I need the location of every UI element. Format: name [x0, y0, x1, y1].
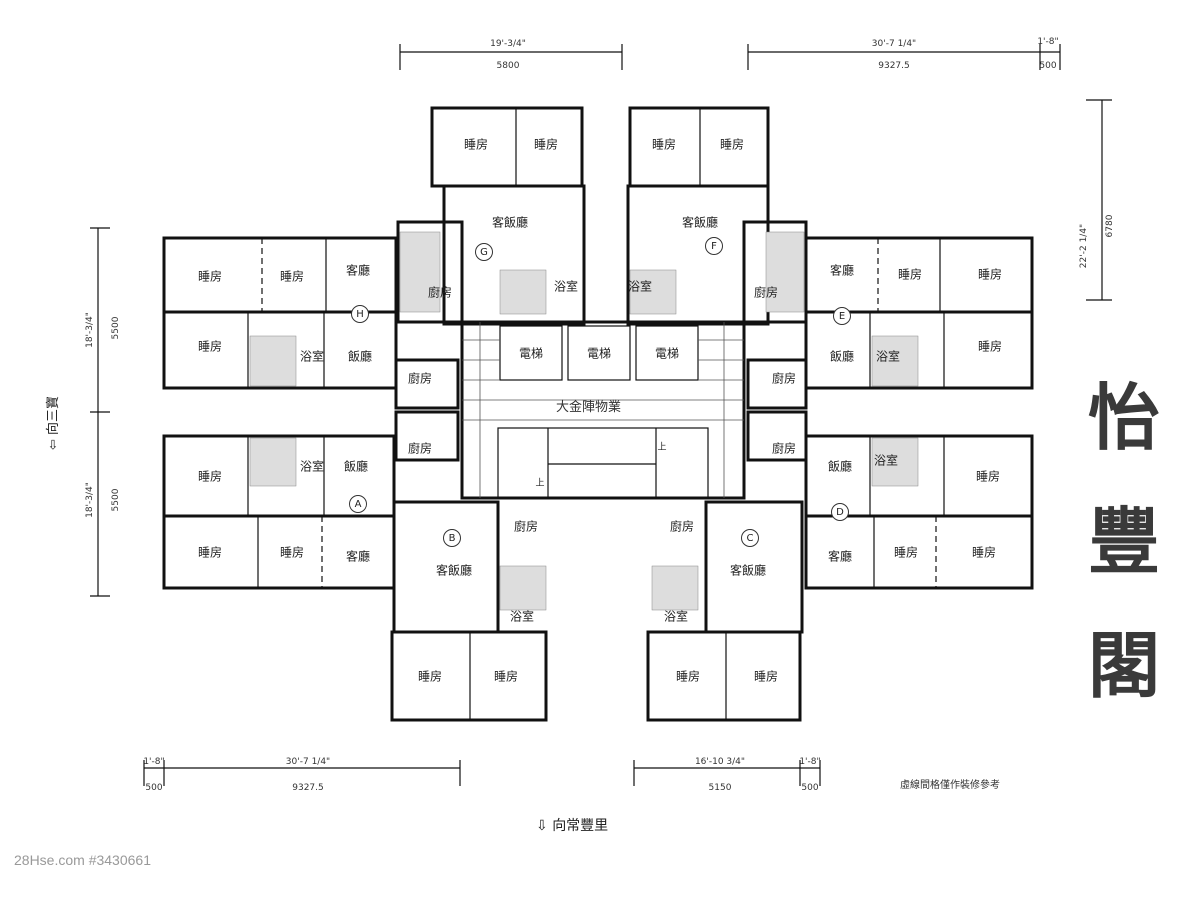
flat-g-outline — [430, 106, 584, 188]
dim-top-left-metric: 5800 — [496, 61, 520, 71]
arrow-down-icon: ⇩ — [536, 818, 553, 834]
room-f-bedroom-1: 睡房 — [651, 137, 677, 152]
watermark: 28Hse.com #3430661 — [14, 852, 151, 868]
room-e-bedroom-2: 睡房 — [977, 267, 1003, 282]
flat-marker-g: G — [475, 243, 493, 261]
room-d-bedroom-3: 睡房 — [971, 545, 997, 560]
room-b-bedroom-1: 睡房 — [417, 669, 443, 684]
room-h-bath: 浴室 — [299, 349, 325, 364]
dim-bottom-left-small-imperial: 1'-8" — [143, 757, 165, 767]
room-h-bedroom-2: 睡房 — [279, 269, 305, 284]
dim-left-lower-imperial: 18'-3/4" — [85, 482, 95, 518]
room-e-bedroom-1: 睡房 — [897, 267, 923, 282]
dim-top-right-metric: 9327.5 — [878, 61, 910, 71]
flat-marker-c: C — [741, 529, 759, 547]
core-kitchen-3: 廚房 — [771, 371, 797, 386]
room-h-bedroom-3: 睡房 — [197, 339, 223, 354]
lobby-label: 大金陣物業 — [556, 400, 622, 415]
room-c-living-dining: 客飯廳 — [729, 563, 767, 578]
dim-left-upper-imperial: 18'-3/4" — [85, 312, 95, 348]
arrow-left-icon: ⇦ — [46, 434, 61, 450]
lift-3 — [635, 325, 699, 381]
room-f-living-dining: 客飯廳 — [681, 215, 719, 230]
room-a-bath: 浴室 — [299, 459, 325, 474]
dim-bottom-right-imperial: 16'-10 3/4" — [694, 757, 746, 767]
lift-1 — [499, 325, 563, 381]
dim-bottom-left-metric: 9327.5 — [292, 783, 324, 793]
room-c-bath: 浴室 — [663, 609, 689, 624]
room-d-bath: 浴室 — [873, 453, 899, 468]
room-h-living: 客廳 — [345, 263, 371, 278]
dim-top-left-imperial: 19'-3/4" — [490, 39, 526, 49]
dim-bottom-left-imperial: 30'-7 1/4" — [285, 757, 331, 767]
room-a-bedroom-1: 睡房 — [197, 469, 223, 484]
dim-bottom-right-small-metric: 500 — [801, 783, 819, 793]
room-c-kitchen: 廚房 — [669, 519, 695, 534]
room-b-bedroom-2: 睡房 — [493, 669, 519, 684]
stair-up-2: 上 — [657, 442, 667, 453]
dim-right-metric: 6780 — [1105, 214, 1115, 238]
dim-bottom-left-small-metric: 500 — [145, 783, 163, 793]
room-h-dining: 飯廳 — [347, 349, 373, 364]
dim-right-imperial: 22'-2 1/4" — [1079, 223, 1089, 269]
flat-marker-h: H — [351, 305, 369, 323]
lift-3-label: 電梯 — [654, 346, 680, 361]
lift-2-label: 電梯 — [586, 346, 612, 361]
room-b-living-dining: 客飯廳 — [435, 563, 473, 578]
dim-left-lower-metric: 5500 — [111, 488, 121, 512]
room-g-living-dining: 客飯廳 — [491, 215, 529, 230]
dim-top-right-small-imperial: 1'-8" — [1037, 37, 1059, 47]
room-d-living: 客廳 — [827, 549, 853, 564]
lift-2 — [567, 325, 631, 381]
room-f-bedroom-2: 睡房 — [719, 137, 745, 152]
facing-direction-south: ⇩ 向常豐里 — [536, 818, 609, 834]
room-g-bath: 浴室 — [553, 279, 579, 294]
facing-direction-west: ⇦ 向三寶 — [46, 395, 61, 450]
building-name: 怡 豐 閣 — [1078, 382, 1168, 702]
room-d-bedroom-2: 睡房 — [893, 545, 919, 560]
room-a-bedroom-3: 睡房 — [279, 545, 305, 560]
room-a-bedroom-2: 睡房 — [197, 545, 223, 560]
flat-marker-b: B — [443, 529, 461, 547]
building-name-char-1: 怡 — [1087, 375, 1160, 460]
core-kitchen-2: 廚房 — [407, 441, 433, 456]
room-c-bedroom-2: 睡房 — [753, 669, 779, 684]
dim-top-right-small-metric: 500 — [1039, 61, 1057, 71]
room-a-dining: 飯廳 — [343, 459, 369, 474]
room-f-kitchen: 廚房 — [753, 285, 779, 300]
core-kitchen-4: 廚房 — [771, 441, 797, 456]
partition-note: 虛線間格僅作裝修參考 — [900, 780, 1000, 791]
room-c-bedroom-1: 睡房 — [675, 669, 701, 684]
flat-marker-a: A — [349, 495, 367, 513]
stair-up-1: 上 — [535, 478, 545, 489]
room-e-bath: 浴室 — [875, 349, 901, 364]
dim-left-upper-metric: 5500 — [111, 316, 121, 340]
room-a-living: 客廳 — [345, 549, 371, 564]
flat-marker-f: F — [705, 237, 723, 255]
flat-marker-d: D — [831, 503, 849, 521]
staircase — [497, 427, 709, 499]
dim-top-right-imperial: 30'-7 1/4" — [871, 39, 917, 49]
room-e-living: 客廳 — [829, 263, 855, 278]
room-d-dining: 飯廳 — [827, 459, 853, 474]
flat-f-outline — [628, 106, 770, 188]
building-name-char-2: 豐 — [1087, 499, 1160, 584]
room-d-bedroom-1: 睡房 — [975, 469, 1001, 484]
building-name-char-3: 閣 — [1087, 623, 1160, 708]
room-b-bath: 浴室 — [509, 609, 535, 624]
room-e-bedroom-3: 睡房 — [977, 339, 1003, 354]
dim-bottom-right-small-imperial: 1'-8" — [799, 757, 821, 767]
room-h-bedroom-1: 睡房 — [197, 269, 223, 284]
dim-bottom-right-metric: 5150 — [708, 783, 732, 793]
room-g-kitchen: 廚房 — [427, 285, 453, 300]
room-g-bedroom-1: 睡房 — [463, 137, 489, 152]
room-f-bath: 浴室 — [627, 279, 653, 294]
room-g-bedroom-2: 睡房 — [533, 137, 559, 152]
room-e-dining: 飯廳 — [829, 349, 855, 364]
flat-marker-e: E — [833, 307, 851, 325]
room-b-kitchen: 廚房 — [513, 519, 539, 534]
lift-1-label: 電梯 — [518, 346, 544, 361]
core-kitchen-1: 廚房 — [407, 371, 433, 386]
